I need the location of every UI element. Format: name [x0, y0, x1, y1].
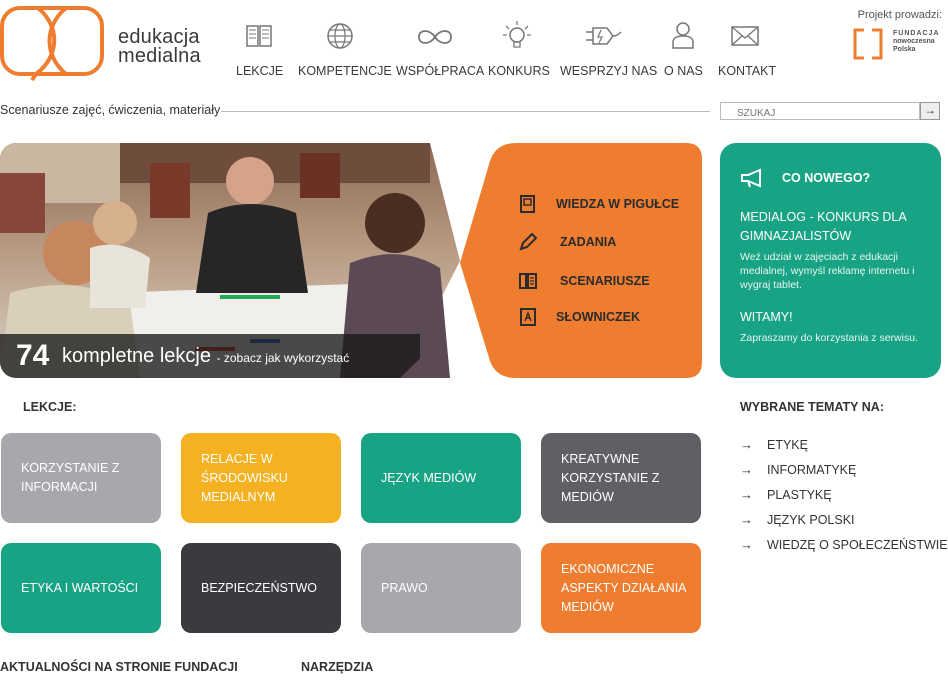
lightbulb-icon — [503, 21, 531, 48]
globe-icon — [327, 23, 353, 49]
nav-label: KONTAKT — [718, 64, 777, 78]
news-item-body: Weź udział w zajęciach z edukacji medial… — [740, 251, 915, 291]
lesson-tile-jezyk-mediow[interactable]: JĘZYK MEDIÓW — [361, 433, 521, 523]
search-button[interactable]: → — [920, 102, 940, 120]
menu-label: WIEDZA W PIGUŁCE — [556, 197, 680, 211]
search-box — [720, 102, 920, 122]
logo-text-line2: medialna — [118, 45, 201, 67]
tools-heading: NARZĘDZIA — [301, 660, 374, 674]
topics-list: → ETYKĘ → INFORMATYKĘ → PLASTYKĘ → JĘZYK… — [740, 432, 948, 557]
lesson-tile-etyka[interactable]: ETYKA I WARTOŚCI — [1, 543, 161, 633]
pill-book-icon — [520, 195, 535, 213]
nav-item-o-nas[interactable]: O NAS — [664, 18, 703, 78]
nav-label: KONKURS — [488, 64, 550, 78]
news-heading: CO NOWEGO? — [782, 171, 871, 185]
nav-item-kontakt[interactable]: KONTAKT — [718, 18, 777, 78]
topic-label: ETYKĘ — [767, 437, 808, 452]
nav-label: KOMPETENCJE — [298, 64, 392, 78]
arrow-right-icon: → — [740, 462, 753, 477]
nav-item-wspolpraca[interactable]: WSPÓŁPRACA — [396, 18, 485, 78]
nav-item-kompetencje[interactable]: KOMPETENCJE — [298, 18, 392, 78]
news-header: CO NOWEGO? — [740, 168, 870, 188]
nav-label: WSPÓŁPRACA — [396, 64, 485, 78]
envelope-icon — [731, 26, 759, 46]
partner-line1: FUNDACJA — [893, 30, 940, 37]
site-logo[interactable]: edukacja medialna — [0, 6, 210, 82]
person-icon — [672, 22, 694, 49]
topic-link-wos[interactable]: → WIEDZĘ O SPOŁECZEŃSTWIE — [740, 532, 948, 557]
arrow-right-icon: → — [740, 512, 753, 527]
partner-line2: nowoczesna — [893, 38, 935, 45]
nav-label: LEKCJE — [236, 64, 284, 78]
lesson-tile-bezpieczenstwo[interactable]: BEZPIECZEŃSTWO — [181, 543, 341, 633]
lesson-tile-kreatywne[interactable]: KREATYWNE KORZYSTANIE Z MEDIÓW — [541, 433, 701, 523]
menu-item-scenariusze[interactable]: SCENARIUSZE — [518, 269, 650, 293]
menu-item-slowniczek[interactable]: SŁOWNICZEK — [518, 305, 640, 329]
script-icon — [519, 273, 537, 289]
lesson-tile-korzystanie-z-informacji[interactable]: KORZYSTANIE Z INFORMACJI — [1, 433, 161, 523]
nav-label: O NAS — [664, 64, 703, 78]
menu-item-wiedza-w-pigulce[interactable]: WIEDZA W PIGUŁCE — [518, 192, 679, 216]
dictionary-icon — [520, 308, 536, 326]
logo-text-line1: edukacja — [118, 26, 200, 48]
partner-name: FUNDACJA nowoczesna Polska — [893, 30, 940, 54]
topic-label: PLASTYKĘ — [767, 487, 832, 502]
topic-link-informatyke[interactable]: → INFORMATYKĘ — [740, 457, 948, 482]
logo-mark-icon — [0, 6, 104, 82]
infinity-icon — [418, 30, 452, 44]
nav-item-konkurs[interactable]: KONKURS — [488, 18, 550, 78]
topic-link-jezyk-polski[interactable]: → JĘZYK POLSKI — [740, 507, 948, 532]
menu-label: SŁOWNICZEK — [556, 310, 641, 324]
topic-label: WIEDZĘ O SPOŁECZEŃSTWIE — [767, 537, 948, 552]
partner-logo-icon — [853, 28, 883, 60]
hero-caption[interactable]: kompletne lekcje - zobacz jak wykorzysta… — [62, 345, 349, 368]
topic-link-etyke[interactable]: → ETYKĘ — [740, 432, 948, 457]
nav-item-wesprzyj-nas[interactable]: WESPRZYJ NAS — [560, 18, 658, 78]
divider — [221, 111, 710, 112]
hero-caption-bg — [0, 334, 420, 378]
resources-panel — [460, 143, 702, 378]
lesson-count: 74 — [16, 339, 50, 372]
lessons-heading: LEKCJE: — [23, 400, 77, 414]
menu-label: SCENARIUSZE — [560, 274, 650, 288]
pencil-icon — [519, 232, 538, 251]
book-icon — [246, 25, 272, 47]
topic-link-plastyke[interactable]: → PLASTYKĘ — [740, 482, 948, 507]
news-item-title[interactable]: MEDIALOG - KONKURS DLA GIMNAZJALISTÓW — [740, 210, 907, 243]
arrow-right-icon: → — [740, 487, 753, 502]
partner-block[interactable]: Projekt prowadzi: — [842, 9, 942, 21]
nav-item-lekcje[interactable]: LEKCJE — [236, 18, 284, 78]
search-input[interactable] — [721, 105, 919, 122]
plug-icon — [586, 27, 622, 45]
news-box: CO NOWEGO? MEDIALOG - KONKURS DLA GIMNAZ… — [720, 143, 941, 378]
hero-caption-link[interactable]: - zobacz jak wykorzystać — [216, 351, 350, 365]
menu-label: ZADANIA — [560, 235, 617, 249]
arrow-right-icon: → — [740, 437, 753, 452]
megaphone-icon — [741, 168, 761, 188]
lesson-tile-prawo[interactable]: PRAWO — [361, 543, 521, 633]
menu-item-zadania[interactable]: ZADANIA — [518, 230, 616, 254]
news-item-body: Zapraszamy do korzystania z serwisu. — [740, 332, 918, 344]
lesson-tile-relacje[interactable]: RELACJE W ŚRODOWISKU MEDIALNYM — [181, 433, 341, 523]
tagline: Scenariusze zajęć, ćwiczenia, materiały — [0, 103, 221, 117]
partner-caption: Projekt prowadzi: — [857, 9, 942, 21]
topics-heading: WYBRANE TEMATY NA: — [740, 400, 884, 414]
arrow-right-icon: → — [740, 537, 753, 552]
partner-line3: Polska — [893, 46, 916, 53]
news-item-title[interactable]: WITAMY! — [740, 310, 793, 324]
topic-label: INFORMATYKĘ — [767, 462, 857, 477]
nav-label: WESPRZYJ NAS — [560, 64, 658, 78]
topic-label: JĘZYK POLSKI — [767, 512, 855, 527]
hero-caption-text: kompletne lekcje — [62, 345, 211, 367]
lesson-tile-ekonomiczne[interactable]: EKONOMICZNE ASPEKTY DZIAŁANIA MEDIÓW — [541, 543, 701, 633]
foundation-news-heading: AKTUALNOŚCI NA STRONIE FUNDACJI — [0, 660, 238, 674]
